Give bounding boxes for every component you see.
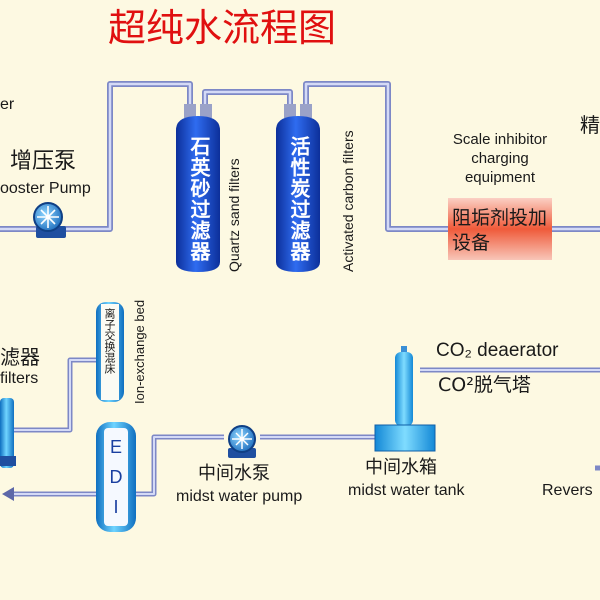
scale-inhibitor-label-3: equipment [464,169,536,186]
co2-deaerator-label-en: CO₂ deaerator [436,340,559,361]
midst-water-tank [374,424,436,452]
booster-pump-label-cn: 增压泵 [10,149,77,174]
ion-exchange-label-en: Ion-exchange bed [132,299,147,404]
filter-label-cn: 滤器 [0,345,40,369]
edi-column [96,422,136,532]
scale-inhibitor-label-2: charging [471,150,529,167]
co2-deaerator-column [395,346,413,426]
partial-label-precision: 精 [580,113,600,137]
co2-deaerator-label-cn: CO²脱气塔 [438,374,531,396]
scale-inhibitor-label-1: Scale inhibitor [452,131,548,148]
partial-label-reverse: Revers [542,482,593,499]
edi-label: EDI [109,437,123,517]
quartz-label-cn: 石英砂过滤器 [187,136,211,262]
dosing-box [448,198,552,260]
midst-pump-label-en: midst water pump [176,488,303,505]
booster-pump-label-en: ooster Pump [0,180,91,197]
midst-water-pump [228,425,256,458]
left-partial-column [0,398,16,468]
ion-exchange-column [96,302,124,402]
quartz-sand-vessel [176,104,220,272]
carbon-label-cn: 活性炭过滤器 [287,136,311,262]
booster-pump [33,202,66,238]
quartz-label-en: Quartz sand filters [226,158,242,272]
midst-tank-label-en: midst water tank [348,482,465,499]
partial-label-er: er [0,96,15,113]
ion-exchange-label-cn: 离子交换混床 [103,308,116,374]
output-arrow [2,487,14,501]
pipes-bottom [10,352,600,497]
filter-label-en: filters [0,370,39,387]
scale-inhibitor-label-cn: 阻垢剂投加设备 [452,207,548,254]
midst-pump-label-cn: 中间水泵 [198,463,270,484]
carbon-label-en: Activated carbon filters [340,130,356,272]
pipes-top [0,81,600,232]
midst-tank-label-cn: 中间水箱 [365,457,437,478]
carbon-vessel [276,104,320,272]
diagram-title: 超纯水流程图 [108,6,337,50]
